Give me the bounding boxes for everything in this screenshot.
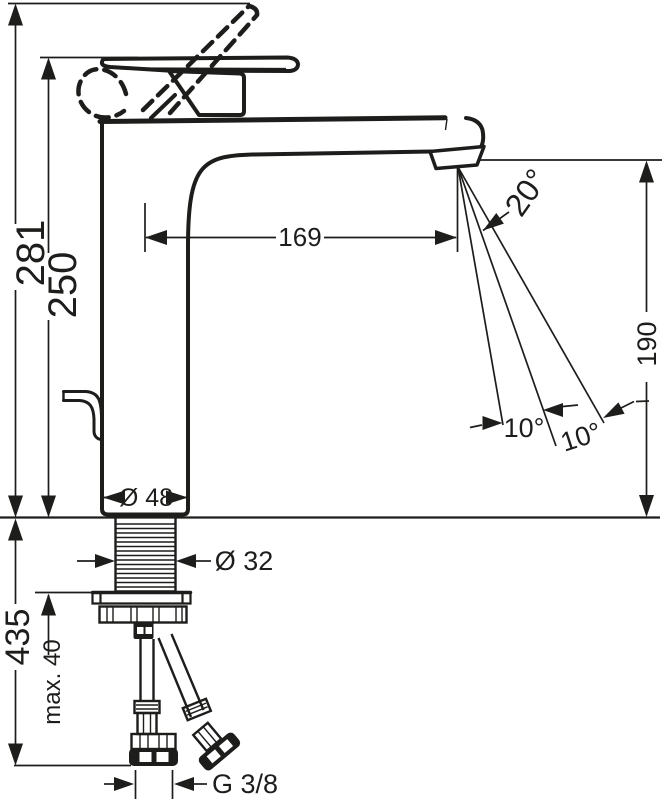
spout-end-cap	[464, 116, 486, 149]
dim-label-connection-thread: G 3/8	[212, 769, 278, 799]
dim-base-diameter: Ø 48	[103, 484, 188, 512]
dim-label-shank-diameter: Ø 32	[215, 546, 274, 576]
shank-threads	[116, 523, 175, 592]
dim-label-body-height: 250	[41, 252, 85, 319]
dim-label-hose-length: 435	[0, 609, 37, 666]
dim-body-height: 250	[41, 57, 85, 518]
aerator-tip	[428, 144, 486, 171]
dim-label-swivel-right: 10°	[557, 416, 605, 457]
dim-hose-length: 435	[0, 518, 37, 766]
faucet-body	[97, 115, 486, 517]
hose-end-nut	[129, 748, 178, 766]
dim-connection-thread: G 3/8	[104, 769, 278, 799]
hose-connector	[133, 621, 154, 639]
mounting-nut	[98, 605, 188, 624]
handle-lever	[99, 55, 300, 120]
dim-max-deck-thickness: max. 40	[39, 593, 66, 725]
mounting-flange	[90, 590, 193, 605]
dim-label-outlet-height: 190	[632, 321, 662, 366]
spout-underside	[186, 149, 433, 249]
diagonal-hose-end-nut	[191, 721, 241, 771]
spray-angle-fan: 20° 10° 10°	[457, 162, 650, 458]
dim-outlet-height: 190	[632, 160, 662, 517]
dim-spout-reach: 169	[145, 222, 457, 252]
dim-label-spout-reach: 169	[278, 222, 321, 252]
dim-label-base-diameter: Ø 48	[119, 484, 173, 512]
dim-label-max-deck-thickness: max. 40	[39, 639, 66, 724]
dim-label-overall-height: 281	[9, 220, 53, 287]
dim-shank-diameter: Ø 32	[77, 546, 273, 576]
spout-top	[97, 115, 448, 124]
supply-hose-vertical	[129, 639, 178, 766]
lever-base	[167, 69, 246, 117]
dim-overall-height: 281	[8, 3, 53, 518]
threaded-shank	[114, 518, 177, 592]
supply-hose-diagonal	[157, 633, 241, 771]
pop-up-rod	[62, 390, 103, 441]
dashed-lever-raised	[76, 3, 260, 120]
dim-label-swivel-left: 10°	[504, 413, 545, 443]
